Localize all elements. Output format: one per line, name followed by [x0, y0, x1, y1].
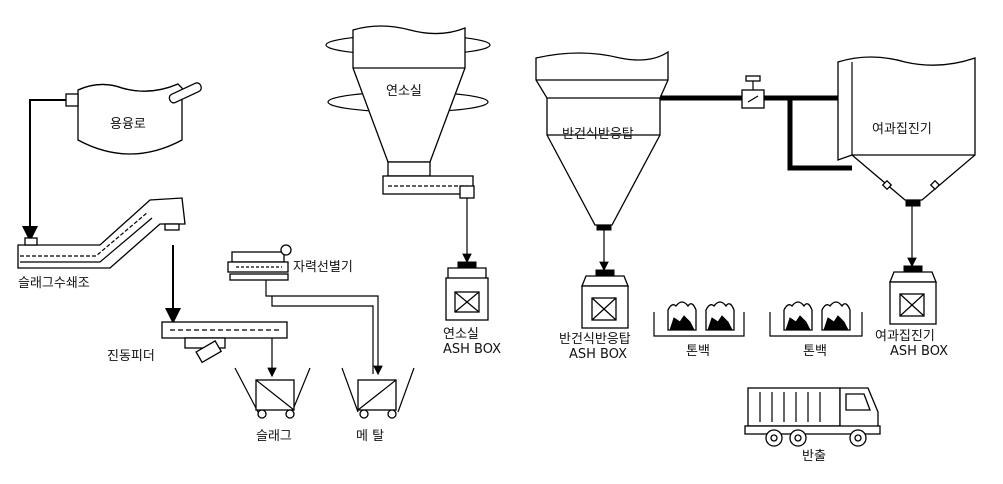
label-bag-filter-ash-box-1: 여과집진기: [875, 329, 935, 344]
label-magnetic-separator: 자력선별기: [293, 260, 353, 275]
combustion-ash-box: [445, 261, 489, 321]
label-melting-furnace: 용융로: [110, 117, 146, 132]
slag-cart: [234, 367, 311, 419]
label-slag-water-tank: 슬래그수쇄조: [18, 276, 90, 291]
combustion-chamber: [325, 25, 491, 199]
bag-filter: [837, 56, 976, 207]
label-combustion-ash-box-2: ASH BOX: [443, 342, 501, 357]
label-slag: 슬래그: [256, 429, 292, 444]
label-bag-filter-ash-box-2: ASH BOX: [890, 344, 948, 359]
magnetic-separator: [227, 244, 292, 281]
connecting-duct: [660, 75, 852, 171]
label-vibrating-feeder: 진동피더: [107, 349, 155, 364]
label-ton-bag-1: 톤백: [686, 344, 710, 359]
label-combustion-chamber: 연소실: [386, 84, 422, 99]
label-ton-bag-2: 톤백: [803, 344, 827, 359]
dry-reactor-ash-box: [581, 269, 629, 329]
label-dry-reactor: 반건식반응탑: [562, 127, 634, 142]
label-bag-filter: 여과집진기: [872, 122, 932, 137]
vibrating-feeder: [161, 321, 288, 364]
ton-bag-group-1: [653, 301, 745, 337]
ton-bag-group-2: [769, 301, 863, 337]
truck-icon: [744, 387, 881, 447]
label-combustion-ash-box-1: 연소실: [443, 327, 479, 342]
melting-furnace: [65, 82, 202, 155]
label-dry-reactor-ash-box-2: ASH BOX: [569, 347, 627, 362]
semi-dry-reactor: [535, 50, 669, 231]
metal-cart: [341, 367, 415, 419]
slag-water-tank: [17, 197, 186, 269]
label-carry-out: 반출: [802, 449, 826, 464]
label-metal: 메 탈: [356, 429, 384, 444]
label-dry-reactor-ash-box-1: 반건식반응탑: [559, 332, 631, 347]
bag-filter-ash-box: [889, 265, 937, 325]
